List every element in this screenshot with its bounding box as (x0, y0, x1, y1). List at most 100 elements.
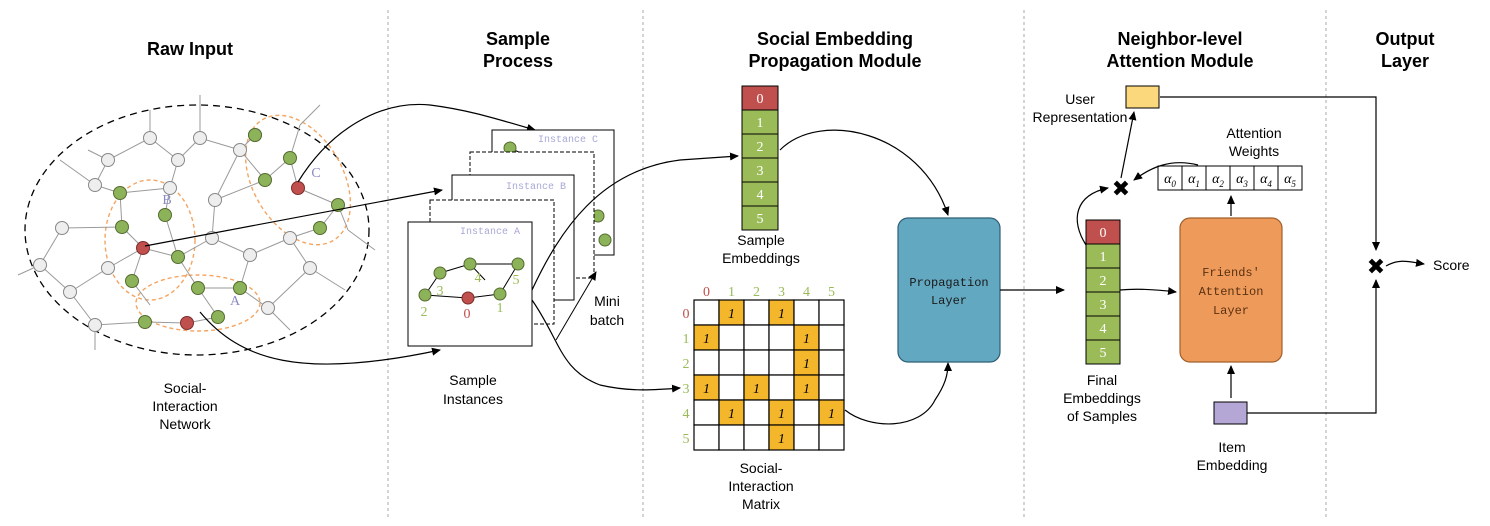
group-label-b: B (162, 193, 171, 208)
matrix-row-header: 5 (683, 432, 690, 447)
svg-text:1: 1 (778, 432, 785, 447)
svg-text:3: 3 (1100, 298, 1107, 313)
user-representation: User Representation (1033, 85, 1160, 125)
svg-text:1: 1 (803, 332, 810, 347)
svg-text:4: 4 (475, 271, 482, 286)
matrix-cell (793, 299, 820, 326)
matrix-cell (693, 399, 720, 426)
matrix-cell: 1 (693, 324, 720, 351)
svg-text:User: User (1065, 91, 1095, 107)
svg-text:Instance C: Instance C (538, 135, 598, 146)
svg-text:1: 1 (803, 382, 810, 397)
propagation-layer: Propagation Layer (897, 217, 1001, 363)
matrix-cell (693, 349, 720, 376)
matrix-cell: 1 (793, 324, 820, 351)
svg-text:Final: Final (1087, 372, 1117, 388)
mini-batch-annotation: Mini batch (555, 271, 624, 341)
embedding-cell: 4 (741, 181, 779, 207)
matrix-col-header: 4 (803, 285, 810, 300)
matrix-cell: 1 (768, 424, 795, 451)
group-c-boundary (244, 114, 352, 246)
svg-text:Embedding: Embedding (1197, 457, 1268, 473)
svg-text:1: 1 (497, 301, 504, 316)
matrix-cell (743, 299, 770, 326)
embedding-cell: 1 (741, 109, 779, 135)
score-label: Score (1433, 257, 1470, 273)
matrix-cell (693, 424, 720, 451)
group-label-c: C (311, 166, 320, 181)
final-embedding-cell: 0 (1085, 219, 1121, 245)
matrix-cell (718, 374, 745, 401)
svg-text:Network: Network (159, 416, 211, 432)
svg-text:Social Embedding: Social Embedding (757, 29, 913, 49)
svg-text:Attention: Attention (1226, 125, 1281, 141)
svg-text:1: 1 (828, 407, 835, 422)
group-label-a: A (230, 294, 241, 309)
matrix-cell: 1 (793, 349, 820, 376)
svg-text:of Samples: of Samples (1067, 408, 1137, 424)
matrix-cell (793, 399, 820, 426)
matrix-row-header: 2 (683, 357, 690, 372)
svg-text:Propagation: Propagation (909, 276, 988, 290)
svg-text:Sample: Sample (737, 232, 785, 248)
matrix-col-header: 0 (703, 285, 710, 300)
matrix-cell (768, 374, 795, 401)
svg-text:Sample: Sample (486, 29, 550, 49)
svg-text:Attention Module: Attention Module (1107, 51, 1254, 71)
svg-text:1: 1 (728, 407, 735, 422)
svg-text:1: 1 (778, 407, 785, 422)
matrix-col-header: 3 (778, 285, 785, 300)
matrix-cell (718, 424, 745, 451)
svg-text:1: 1 (803, 357, 810, 372)
group-b-boundary (104, 179, 196, 301)
sampling-arrows (144, 103, 536, 365)
embedding-cell: 0 (741, 85, 779, 111)
svg-text:Instances: Instances (443, 391, 503, 407)
matrix-cell (818, 299, 845, 326)
svg-text:2: 2 (1100, 274, 1107, 289)
svg-text:Representation: Representation (1033, 109, 1128, 125)
attention-weights-title: Attention Weights (1226, 125, 1281, 159)
svg-text:batch: batch (590, 312, 624, 328)
svg-text:Social-: Social- (164, 380, 207, 396)
svg-text:Embeddings: Embeddings (722, 250, 800, 266)
svg-text:5: 5 (513, 273, 520, 288)
embedding-cell: 2 (741, 133, 779, 159)
svg-text:1: 1 (728, 307, 735, 322)
svg-text:5: 5 (1100, 346, 1107, 361)
attention-arrows (1076, 96, 1425, 414)
matrix-cell (718, 349, 745, 376)
svg-text:Mini: Mini (594, 293, 620, 309)
network-caption: Social- Interaction Network (152, 380, 217, 432)
svg-text:Instance B: Instance B (506, 182, 566, 193)
propagation-arrows (779, 129, 1065, 425)
svg-text:2: 2 (757, 140, 764, 155)
attention-weight-cell: α1 (1181, 165, 1207, 191)
matrix-cell: 1 (768, 299, 795, 326)
matrix-cell: 1 (768, 399, 795, 426)
matrix-row-header: 0 (683, 307, 690, 322)
title-sample-process: Sample Process (483, 29, 553, 71)
svg-text:α1: α1 (1188, 172, 1200, 189)
svg-text:Interaction: Interaction (728, 478, 793, 494)
matrix-col-header: 2 (753, 285, 760, 300)
matrix-cell: 1 (718, 299, 745, 326)
social-network: B C A (17, 95, 376, 356)
matrix-row-header: 3 (683, 382, 690, 397)
title-output-layer: Output Layer (1376, 29, 1435, 71)
svg-text:2: 2 (421, 305, 428, 320)
matrix-cell (693, 299, 720, 326)
svg-text:1: 1 (1100, 250, 1107, 265)
svg-text:0: 0 (757, 92, 764, 107)
matrix-cell (793, 424, 820, 451)
matrix-cell (818, 324, 845, 351)
matrix-caption: Social- Interaction Matrix (728, 460, 793, 512)
final-embedding-cell: 5 (1085, 339, 1121, 365)
svg-text:Output: Output (1376, 29, 1435, 49)
svg-text:0: 0 (1100, 226, 1107, 241)
final-embeddings-caption: Final Embeddings of Samples (1063, 372, 1141, 424)
svg-text:Propagation Module: Propagation Module (749, 51, 922, 71)
matrix-cell (743, 424, 770, 451)
